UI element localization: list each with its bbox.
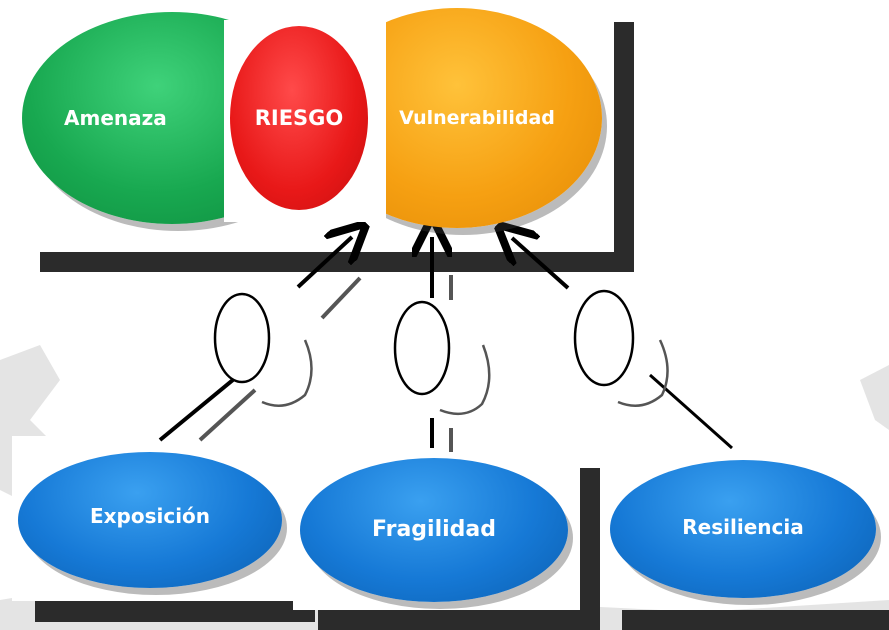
operator-ellipse-right-shadow xyxy=(617,339,669,407)
resiliencia-label: Resiliencia xyxy=(682,515,804,539)
risk-label: RIESGO xyxy=(254,106,344,130)
operator-ellipse-middle xyxy=(393,300,451,396)
threat-label: Amenaza xyxy=(64,106,167,130)
exposicion-label: Exposición xyxy=(89,504,211,528)
fragilidad-shadow-right xyxy=(580,468,600,630)
operator-ellipse-right xyxy=(573,289,635,387)
connector-exposicion-shadow xyxy=(320,276,362,320)
operator-ellipse-left xyxy=(213,292,271,384)
top-shadow-right xyxy=(614,22,634,272)
fragilidad-shadow-bottom xyxy=(318,610,600,630)
operator-ellipse-left-shadow xyxy=(261,339,313,407)
connector-exposicion-lower-shadow xyxy=(198,388,257,442)
arrow-exposicion xyxy=(296,237,352,289)
connector-resiliencia-lower xyxy=(649,373,733,450)
risk-ellipse: RIESGO xyxy=(230,26,368,210)
vulnerability-label: Vulnerabilidad xyxy=(399,107,555,129)
fragilidad-label: Fragilidad xyxy=(371,516,497,542)
exposicion-shadow-bottom xyxy=(35,600,315,622)
exposicion-ellipse: Exposición xyxy=(18,452,282,588)
resiliencia-shadow-bottom xyxy=(622,610,889,630)
fragilidad-ellipse: Fragilidad xyxy=(300,458,568,602)
connector-exposicion-lower xyxy=(158,368,247,442)
operator-ellipse-middle-shadow xyxy=(439,344,491,416)
arrow-resiliencia xyxy=(512,238,570,290)
resiliencia-ellipse: Resiliencia xyxy=(610,460,876,598)
